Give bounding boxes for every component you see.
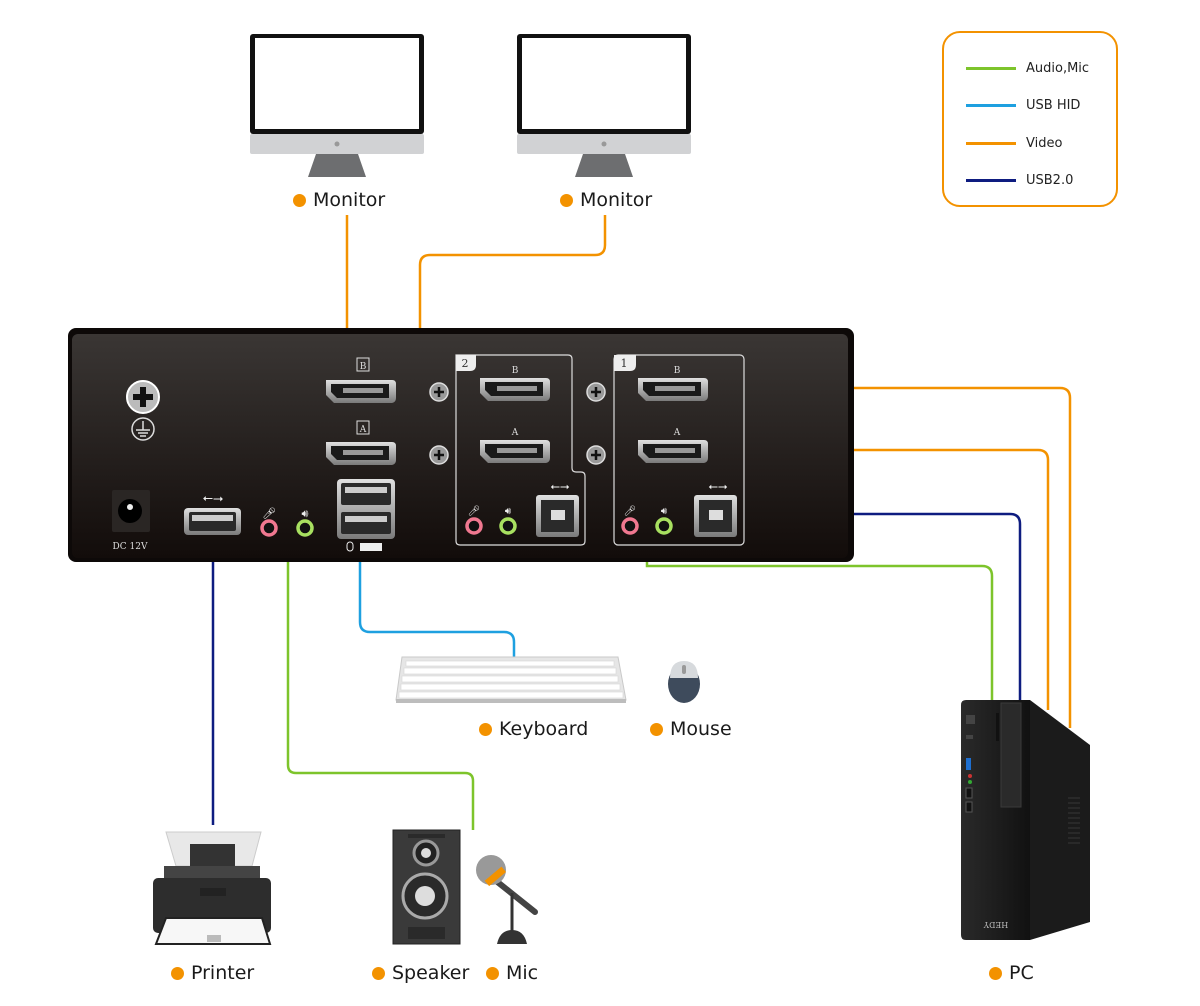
usb-a-port-printer: ⭠⭢ [184,491,241,535]
monitor-1-icon [250,34,424,177]
legend: Audio,Mic USB HID Video USB2.0 [942,31,1118,207]
legend-item-usb2: USB2.0 [966,173,1073,188]
bullet-icon [372,966,385,980]
svg-text:1: 1 [621,357,628,370]
svg-text:🔊︎: 🔊︎ [302,507,309,520]
bullet-icon [560,193,573,207]
svg-text:A: A [511,428,519,438]
monitor-2-label: Monitor [560,189,652,211]
bullet-icon [989,966,1002,980]
monitor-1-label: Monitor [293,189,385,211]
keyboard-symbol-icon [360,543,382,551]
legend-item-usb-hid: USB HID [966,98,1080,113]
svg-text:⭠⭢: ⭠⭢ [550,479,570,493]
pc-tower-icon: HEDY [961,700,1090,940]
pc-label: PC [989,962,1034,984]
usb-icon: ⭠⭢ [203,491,224,506]
pc1-port-group: 1 B A 🎤︎ 🔊︎ ⭠⭢ [613,354,745,546]
svg-text:⭠⭢: ⭠⭢ [708,479,728,493]
video-cable-pc-a [712,448,1050,710]
mic-label: Mic [486,962,538,984]
printer-icon [153,831,272,945]
console-usb-hid-ports [337,479,395,552]
svg-text:🎤︎: 🎤︎ [468,505,481,517]
legend-label: Video [1026,136,1063,151]
usb-hid-cable-keyboard [358,555,516,657]
video-cable-pc-b [712,386,1072,728]
keyboard-label: Keyboard [479,718,588,740]
bullet-icon [293,193,306,207]
audio-cable-mic [286,540,475,830]
usb-hid-line-swatch [966,104,1016,107]
bullet-icon [650,722,663,736]
svg-text:A: A [359,425,367,435]
mouse-icon [668,661,700,703]
screw-icon [429,382,606,465]
mouse-label: Mouse [650,718,732,740]
mouse-symbol-icon [346,541,354,552]
video-line-swatch [966,142,1016,145]
dc-label: DC 12V [113,542,148,552]
monitor-2-icon [517,34,691,177]
usb2-cable-pc [742,512,1022,700]
bullet-icon [486,966,499,980]
console-dp-port-b: B [326,357,396,403]
svg-text:🎤︎: 🎤︎ [262,507,276,520]
svg-text:B: B [512,366,519,376]
legend-item-video: Video [966,136,1062,151]
cables [211,215,1072,830]
console-mic-jack: 🎤︎ [260,507,278,537]
pc2-port-group: 2 B A 🎤︎ 🔊︎ ⭠⭢ [455,354,586,546]
legend-label: USB HID [1026,98,1081,113]
ground-screw-icon [126,380,160,441]
kvm-switch: ⭠⭢ 🎤︎ 🔊︎ B A [68,328,854,562]
microphone-icon [476,855,538,944]
console-dp-port-a: A [326,420,396,465]
bullet-icon [171,966,184,980]
svg-text:🔊︎: 🔊︎ [505,506,512,517]
console-speaker-jack: 🔊︎ [296,507,314,537]
legend-label: USB2.0 [1026,173,1074,188]
dc-power-jack [112,490,150,532]
legend-label: Audio,Mic [1026,61,1090,76]
svg-text:B: B [674,366,681,376]
svg-text:A: A [673,428,681,438]
audio-line-swatch [966,67,1016,70]
pc-brand: HEDY [983,920,1008,929]
speaker-icon [392,829,461,945]
legend-item-audio: Audio,Mic [966,61,1089,76]
bullet-icon [479,722,492,736]
svg-text:2: 2 [462,357,469,370]
usb2-line-swatch [966,179,1016,182]
audio-cable-pc [645,535,994,702]
speaker-label: Speaker [372,962,469,984]
printer-label: Printer [171,962,254,984]
svg-text:B: B [360,362,367,372]
svg-text:🔊︎: 🔊︎ [661,506,668,517]
svg-text:🎤︎: 🎤︎ [624,505,637,517]
keyboard-icon [395,656,627,703]
